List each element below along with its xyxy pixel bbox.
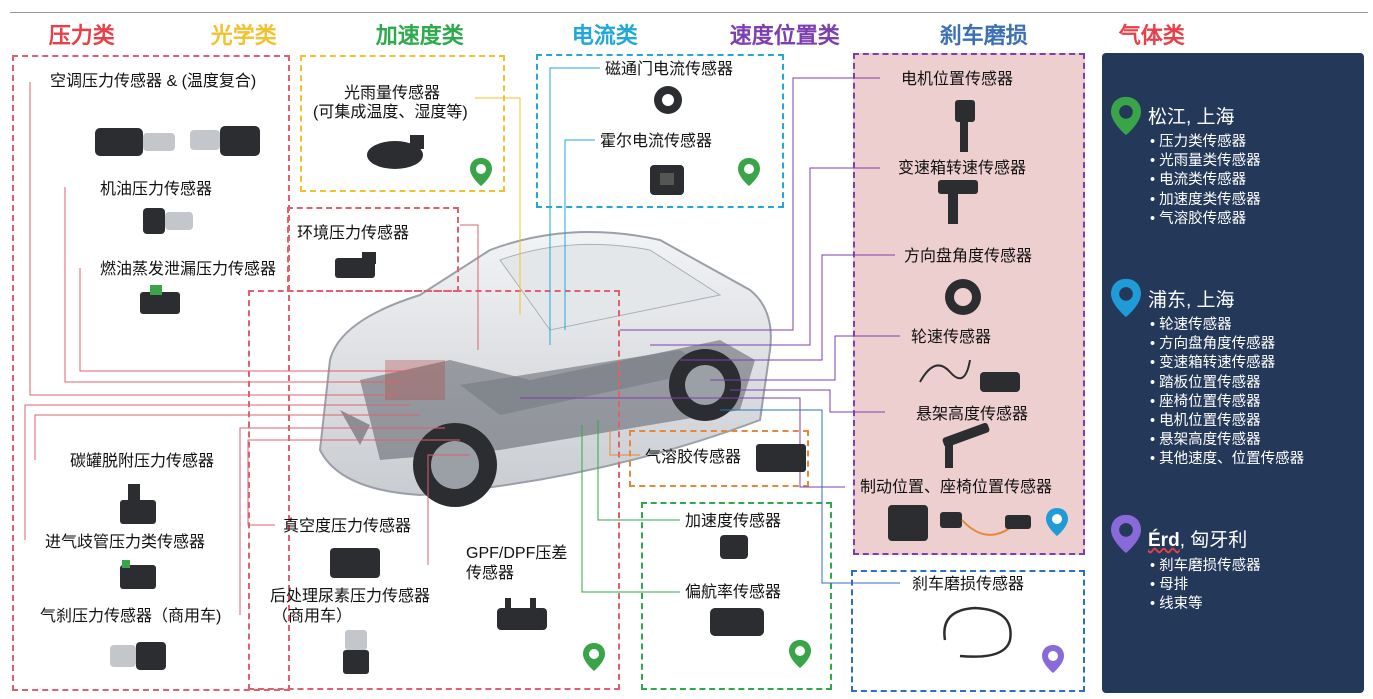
location-pudong: 浦东, 上海 xyxy=(1148,290,1235,311)
list-item: 悬架高度传感器 xyxy=(1150,431,1304,450)
list-item: 压力类传感器 xyxy=(1150,133,1261,152)
location-pin-icon xyxy=(1046,508,1068,536)
label-fluxgate: 磁通门电流传感器 xyxy=(605,61,734,78)
accel-box xyxy=(641,502,832,690)
location-songjiang: 松江, 上海 xyxy=(1148,107,1235,128)
location-songjiang-list: 压力类传感器 光雨量类传感器 电流类传感器 加速度类传感器 气溶胶传感器 xyxy=(1150,133,1261,229)
label-accel: 加速度传感器 xyxy=(685,513,782,530)
label-air-brake: 气刹压力传感器（商用车) xyxy=(40,608,222,625)
pressure-box-lower xyxy=(248,290,620,690)
location-erd-list: 刹车磨损传感器 母排 线束等 xyxy=(1150,557,1261,615)
list-item: 踏板位置传感器 xyxy=(1150,374,1304,393)
label-brake-wear: 刹车磨损传感器 xyxy=(912,576,1025,593)
location-pin-icon xyxy=(789,640,811,668)
label-wheel-speed: 轮速传感器 xyxy=(911,329,992,346)
label-steering-angle: 方向盘角度传感器 xyxy=(904,248,1033,265)
label-rain-sensor-2: (可集成温度、湿度等) xyxy=(313,104,468,121)
list-item: 其他速度、位置传感器 xyxy=(1150,450,1304,469)
list-item: 光雨量类传感器 xyxy=(1150,152,1261,171)
list-item: 变速箱转速传感器 xyxy=(1150,354,1304,373)
label-env-pressure: 环境压力传感器 xyxy=(297,225,410,242)
speed-box xyxy=(853,53,1085,555)
label-aerosol: 气溶胶传感器 xyxy=(645,449,742,466)
label-canister: 碳罐脱附压力传感器 xyxy=(70,453,215,470)
location-pin-icon xyxy=(1042,645,1064,673)
label-fuel-vapor: 燃油蒸发泄漏压力传感器 xyxy=(100,261,277,278)
location-pin-icon xyxy=(1111,514,1141,554)
location-pin-icon xyxy=(738,158,760,186)
location-pin-icon xyxy=(583,643,605,671)
list-item: 气溶胶传感器 xyxy=(1150,210,1261,229)
list-item: 座椅位置传感器 xyxy=(1150,393,1304,412)
location-pin-icon xyxy=(1111,278,1141,318)
list-item: 线束等 xyxy=(1150,595,1261,614)
top-divider xyxy=(10,12,1368,13)
label-yaw: 偏航率传感器 xyxy=(685,584,782,601)
label-oil-pressure: 机油压力传感器 xyxy=(100,181,213,198)
label-urea-1: 后处理尿素压力传感器 xyxy=(270,588,431,605)
car-illustration xyxy=(318,231,772,507)
label-brake-seat: 制动位置、座椅位置传感器 xyxy=(860,479,1053,496)
label-gpf-1: GPF/DPF压差 xyxy=(466,545,568,562)
label-urea-2: （商用车） xyxy=(272,608,353,625)
location-erd: Érd, 匈牙利 xyxy=(1148,530,1248,551)
brake-wear-box xyxy=(851,570,1085,692)
location-pin-icon xyxy=(1111,96,1141,136)
label-hall: 霍尔电流传感器 xyxy=(600,133,713,150)
label-ac-pressure: 空调压力传感器 & (温度复合) xyxy=(50,73,257,90)
label-gpf-2: 传感器 xyxy=(466,565,515,582)
aerosol-box xyxy=(629,430,809,487)
list-item: 轮速传感器 xyxy=(1150,316,1304,335)
label-suspension-height: 悬架高度传感器 xyxy=(916,406,1029,423)
location-pin-icon xyxy=(470,158,492,186)
current-box xyxy=(536,54,784,208)
pressure-box-main xyxy=(12,55,290,691)
list-item: 电机位置传感器 xyxy=(1150,412,1304,431)
list-item: 方向盘角度传感器 xyxy=(1150,335,1304,354)
label-rain-sensor-1: 光雨量传感器 xyxy=(344,85,441,102)
location-pudong-list: 轮速传感器 方向盘角度传感器 变速箱转速传感器 踏板位置传感器 座椅位置传感器 … xyxy=(1150,316,1304,470)
label-gearbox-speed: 变速箱转速传感器 xyxy=(898,160,1027,177)
label-intake-manifold: 进气歧管压力类传感器 xyxy=(45,534,206,551)
list-item: 电流类传感器 xyxy=(1150,171,1261,190)
label-motor-position: 电机位置传感器 xyxy=(901,71,1014,88)
list-item: 刹车磨损传感器 xyxy=(1150,557,1261,576)
label-vacuum: 真空度压力传感器 xyxy=(283,518,412,535)
list-item: 加速度类传感器 xyxy=(1150,191,1261,210)
list-item: 母排 xyxy=(1150,576,1261,595)
optical-box xyxy=(300,55,505,192)
